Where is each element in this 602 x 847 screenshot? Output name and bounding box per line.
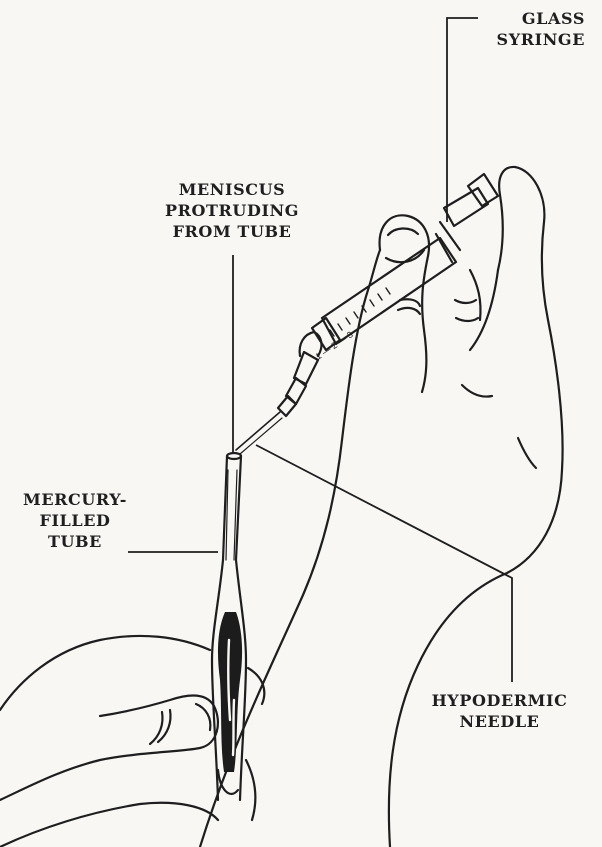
glass-syringe-label: GLASS SYRINGE (475, 8, 585, 50)
leader-hypodermic (256, 445, 512, 682)
mercury-filled-tube-label: MERCURY- FILLED TUBE (0, 489, 150, 552)
syringe-scale-marks: 1 — 2 — 3 (314, 329, 355, 361)
hypodermic-needle-label: HYPODERMIC NEEDLE (402, 690, 597, 732)
meniscus-label: MENISCUS PROTRUDING FROM TUBE (132, 179, 332, 242)
right-hand-drawing (200, 167, 563, 847)
mercury-fill (218, 612, 242, 772)
